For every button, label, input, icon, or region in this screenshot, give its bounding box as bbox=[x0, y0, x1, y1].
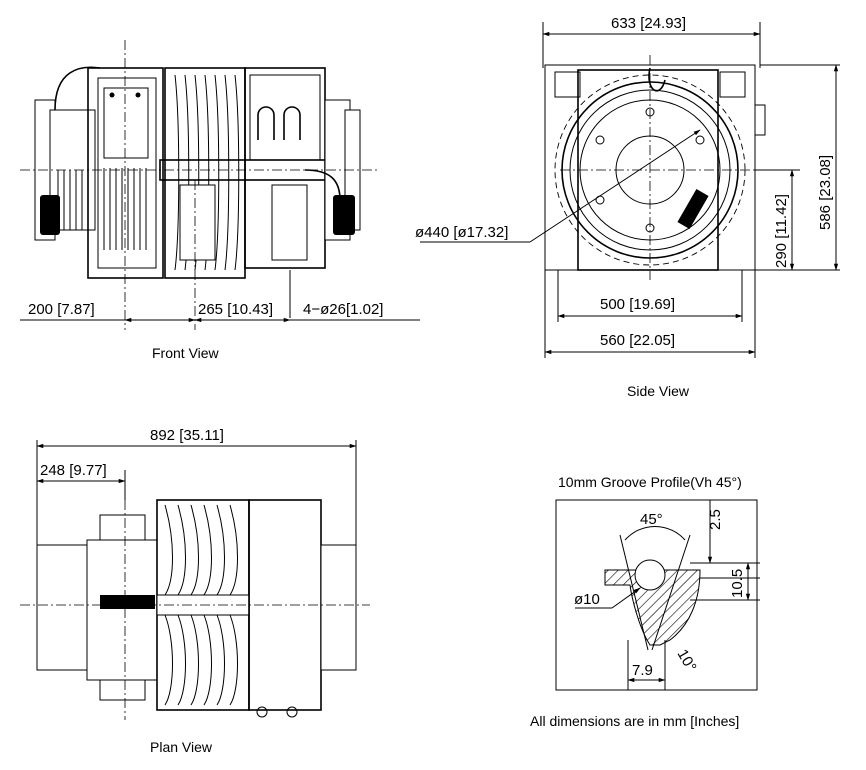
front-dim-holes: 4−ø26[1.02] bbox=[303, 301, 383, 318]
side-dim-outer: 560 [22.05] bbox=[600, 332, 675, 349]
side-dim-inner: 500 [19.69] bbox=[600, 296, 675, 313]
groove-dim-height: 10.5 bbox=[729, 569, 746, 598]
side-dim-top: 633 [24.93] bbox=[611, 15, 686, 32]
side-dim-total-height: 586 [23.08] bbox=[817, 155, 834, 230]
side-view-caption: Side View bbox=[627, 383, 690, 399]
front-view-caption: Front View bbox=[152, 345, 220, 361]
groove-angle-bottom: 10° bbox=[674, 647, 700, 675]
front-dim-left: 200 [7.87] bbox=[28, 301, 95, 318]
groove-dim-diameter: ø10 bbox=[574, 591, 600, 608]
plan-view: 892 [35.11] 248 [9.77] Plan View bbox=[20, 427, 370, 755]
groove-dim-width: 7.9 bbox=[632, 662, 653, 679]
side-dim-sheave: ø440 [ø17.32] bbox=[415, 224, 508, 241]
plan-dim-total: 892 [35.11] bbox=[150, 427, 224, 444]
plan-dim-partial: 248 [9.77] bbox=[40, 462, 107, 479]
side-view: 633 [24.93] ø440 [ø17.32] 500 [19.69] 56… bbox=[415, 15, 840, 399]
plan-view-caption: Plan View bbox=[150, 739, 213, 755]
groove-dim-depth: 2.5 bbox=[707, 509, 724, 530]
units-note: All dimensions are in mm [Inches] bbox=[530, 713, 739, 729]
groove-angle-top: 45° bbox=[640, 511, 663, 528]
front-dim-center: 265 [10.43] bbox=[198, 301, 273, 318]
groove-profile: 10mm Groove Profile(Vh 45°) 45° 2.5 10.5… bbox=[555, 474, 760, 691]
groove-title: 10mm Groove Profile(Vh 45°) bbox=[558, 474, 742, 490]
front-view: 200 [7.87] 265 [10.43] 4−ø26[1.02] Front… bbox=[20, 40, 420, 361]
side-dim-shaft-height: 290 [11.42] bbox=[773, 194, 790, 268]
